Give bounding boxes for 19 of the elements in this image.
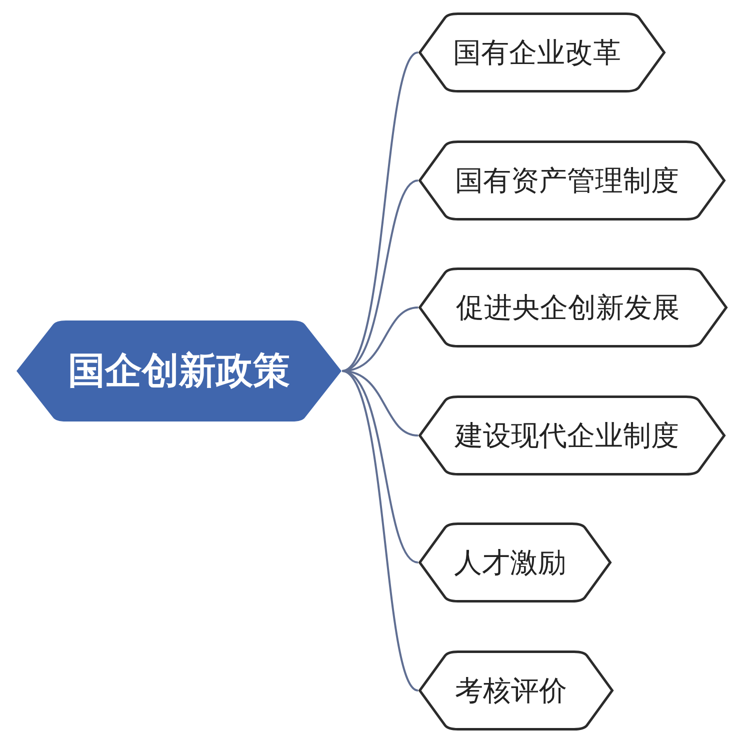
connector-line xyxy=(342,370,418,564)
topic-box xyxy=(418,12,666,93)
topic-box xyxy=(418,395,726,476)
topic-text: 国有企业改革 xyxy=(453,34,621,70)
topic-box xyxy=(418,267,728,348)
connector-line xyxy=(341,52,419,372)
connector-line xyxy=(342,370,418,436)
connector-line xyxy=(342,180,418,372)
topic-text: 国有资产管理制度 xyxy=(455,162,679,198)
topic-text: 人才激励 xyxy=(454,544,566,580)
topic-box xyxy=(418,522,612,603)
topic-box xyxy=(418,650,614,731)
topic-text: 考核评价 xyxy=(455,672,567,708)
topic-box xyxy=(418,140,726,221)
central-topic-text: 国企创新政策 xyxy=(68,348,290,394)
topic-text: 建设现代企业制度 xyxy=(455,418,679,454)
central-topic-box xyxy=(16,320,342,422)
topic-text: 促进央企创新发展 xyxy=(456,290,680,326)
connector-line xyxy=(341,370,419,692)
